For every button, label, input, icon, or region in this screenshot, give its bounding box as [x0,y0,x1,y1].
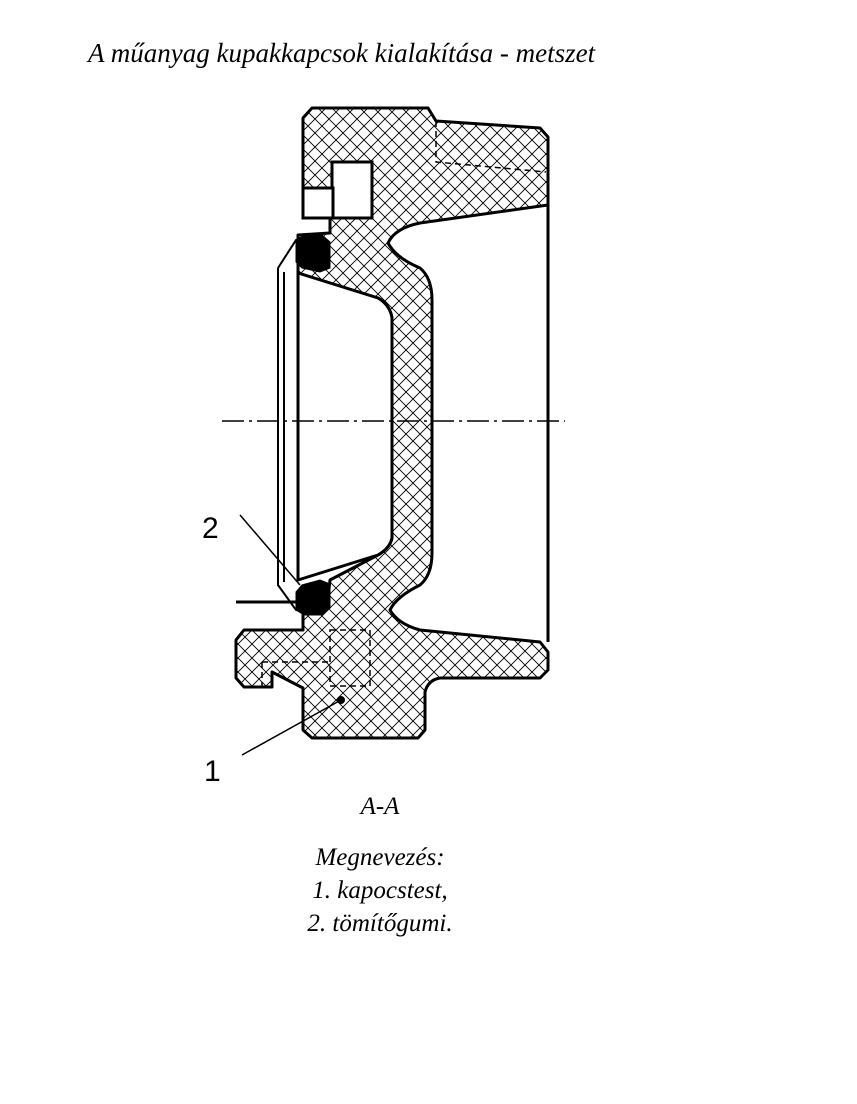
legend-heading: Megnevezés: [315,844,445,871]
page-title: A műanyag kupakkapcsok kialakítása - met… [88,38,596,68]
legend-item: 1. kapocstest, [312,877,448,904]
callout-2: 2 [202,512,219,545]
leader-dot-1 [337,696,345,704]
upper-pocket [330,160,374,220]
section-label: A-A [360,793,400,820]
hidden-lines [261,121,547,687]
leader-line-1 [241,699,342,756]
leader-line-2 [239,514,301,586]
seal-ring-lower [295,579,331,616]
seal-ring-upper [295,234,331,273]
callout-1: 1 [204,755,221,788]
inner-bore-outline [296,271,394,582]
upper-slot [301,186,335,220]
legend-item: 2. tömítőgumi. [307,910,453,937]
